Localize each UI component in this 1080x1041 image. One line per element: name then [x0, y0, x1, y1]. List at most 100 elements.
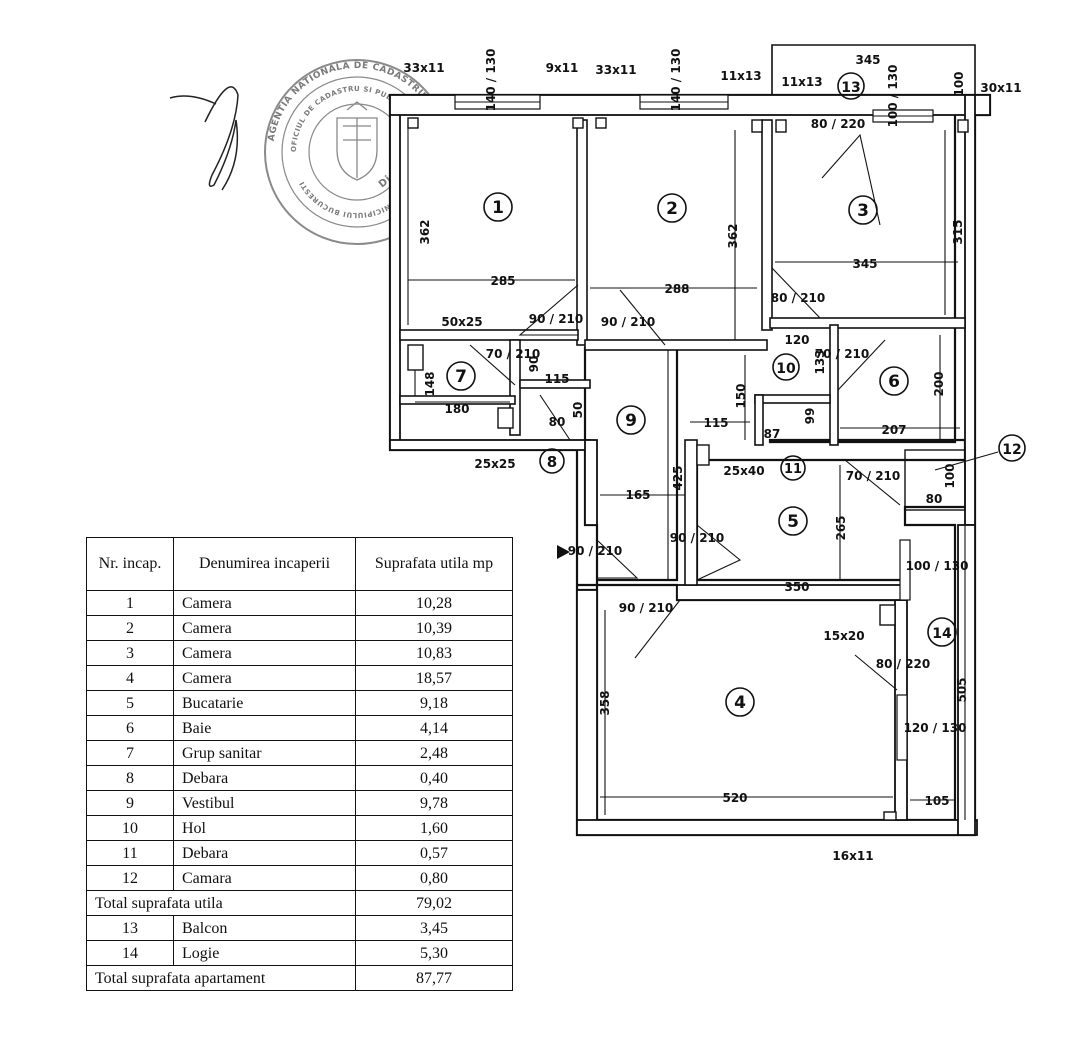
room-name: Debara: [173, 765, 356, 791]
header-name: Denumirea incaperii: [173, 537, 356, 591]
total-apt-row-label: Total suprafata apartament: [86, 965, 356, 991]
dim-100: 100: [952, 71, 966, 96]
dim-350: 350: [784, 580, 809, 594]
room-name: Balcon: [173, 915, 356, 941]
svg-text:3: 3: [857, 201, 869, 221]
room-8-label: 8: [539, 448, 565, 474]
dim-115a: 115: [544, 372, 569, 386]
room-name: Debara: [173, 840, 356, 866]
svg-text:7: 7: [455, 367, 467, 387]
room-number: 1: [86, 590, 174, 616]
dim-50: 50: [571, 402, 585, 419]
room-area: 10,83: [355, 640, 513, 666]
dim-120-130: 120 / 130: [904, 721, 967, 735]
dim-265: 265: [834, 515, 848, 540]
interior-walls: [399, 119, 966, 586]
room-number: 5: [86, 690, 174, 716]
total-util-row-value: 79,02: [355, 890, 513, 916]
area-table: Nr. incap. Denumirea incaperii Suprafata…: [86, 537, 513, 991]
svg-text:13: 13: [841, 80, 860, 96]
coat-of-arms-icon: [336, 101, 378, 181]
room-area: 0,40: [355, 765, 513, 791]
room-area: 4,14: [355, 715, 513, 741]
room-6-label: 6: [879, 366, 909, 396]
dim-70-210b: 70 / 210: [815, 347, 870, 361]
dim-345top: 345: [855, 53, 880, 67]
dim-90: 90: [527, 356, 541, 373]
svg-text:1: 1: [492, 198, 504, 218]
svg-text:14: 14: [932, 626, 952, 642]
entrance-arrow-icon: [557, 545, 570, 559]
room-number: 6: [86, 715, 174, 741]
dim-200: 200: [932, 371, 946, 396]
room-number: 11: [86, 840, 174, 866]
dim-362a: 362: [418, 219, 432, 244]
dim-120: 120: [784, 333, 809, 347]
room-name: Camera: [173, 590, 356, 616]
room-name: Camera: [173, 615, 356, 641]
dim-150: 150: [734, 383, 748, 408]
room-1-label: 1: [483, 192, 513, 222]
dim-362b: 362: [726, 223, 740, 248]
room-number: 12: [86, 865, 174, 891]
room-area: 0,57: [355, 840, 513, 866]
dim-345mid: 345: [852, 257, 877, 271]
room-name: Hol: [173, 815, 356, 841]
dim-207: 207: [881, 423, 906, 437]
dim-9x11: 9x11: [546, 61, 579, 75]
room-area: 10,39: [355, 615, 513, 641]
room-9-label: 9: [616, 405, 646, 435]
table-header: Nr. incap. Denumirea incaperii Suprafata…: [86, 537, 513, 591]
dim-90-210d: 90 / 210: [670, 531, 725, 545]
room-12-label: 12: [998, 434, 1026, 462]
room-labels: 1 2 3 4 5 6 7 8 9 10 11 12 13 14: [446, 72, 1026, 717]
dim-11x13b: 11x13: [781, 75, 822, 89]
total-apt-row-value: 87,77: [355, 965, 513, 991]
dim-30x11: 30x11: [980, 81, 1021, 95]
dim-11x13a: 11x13: [720, 69, 761, 83]
dim-87: 87: [764, 427, 781, 441]
room-name: Bucatarie: [173, 690, 356, 716]
svg-text:11: 11: [784, 462, 802, 477]
room-name: Camera: [173, 665, 356, 691]
svg-text:2: 2: [666, 199, 678, 219]
room-area: 5,30: [355, 940, 513, 966]
dim-285: 285: [490, 274, 515, 288]
dim-520: 520: [722, 791, 747, 805]
dim-90-210c: 90 / 210: [568, 544, 623, 558]
room-number: 10: [86, 815, 174, 841]
dim-80-210: 80 / 210: [771, 291, 826, 305]
room-number: 9: [86, 790, 174, 816]
dim-80-220b: 80 / 220: [876, 657, 931, 671]
room-number: 4: [86, 665, 174, 691]
dim-16x11: 16x11: [832, 849, 873, 863]
room-area: 2,48: [355, 740, 513, 766]
room-4-label: 4: [725, 687, 755, 717]
dim-100b: 100: [943, 463, 957, 488]
dim-315: 315: [951, 219, 965, 244]
dim-50x25: 50x25: [441, 315, 482, 329]
total-util-row-label: Total suprafata utila: [86, 890, 356, 916]
room-area: 0,80: [355, 865, 513, 891]
dim-180: 180: [444, 402, 469, 416]
header-nr: Nr. incap.: [86, 537, 174, 591]
dim-133: 133: [813, 349, 827, 374]
dim-70-210a: 70 / 210: [486, 347, 541, 361]
dim-165: 165: [625, 488, 650, 502]
svg-text:8: 8: [547, 453, 557, 471]
dim-66: 66: [802, 408, 816, 425]
room-number: 7: [86, 740, 174, 766]
dim-148: 148: [423, 371, 437, 396]
dim-15x20: 15x20: [823, 629, 864, 643]
room-area: 1,60: [355, 815, 513, 841]
